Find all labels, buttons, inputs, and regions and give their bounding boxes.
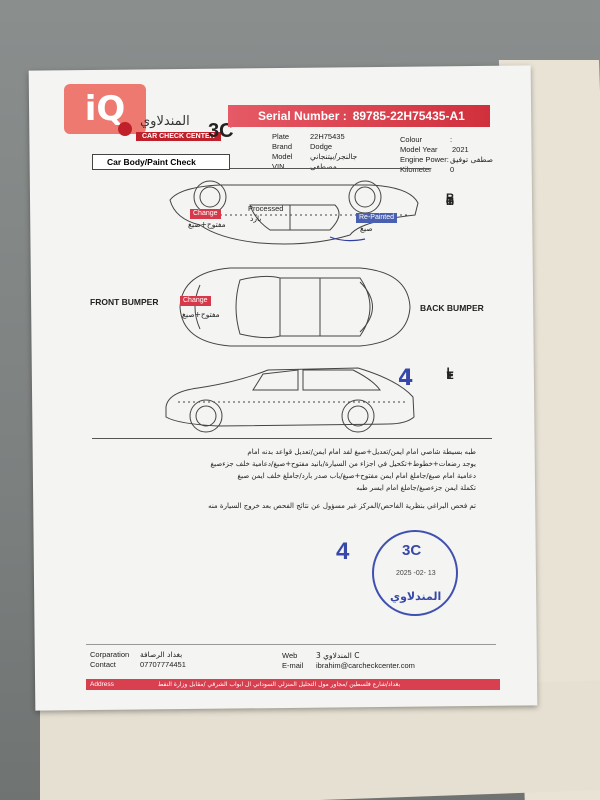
watermark-logo: iQ (64, 84, 146, 134)
serial-number-band: Serial Number : 89785-22H75435-A1 (228, 105, 490, 127)
processed-label: Processed (248, 204, 284, 213)
serial-label: Serial Number : (258, 109, 347, 123)
email-label: E-mail (282, 661, 304, 670)
vin-value: مصطفى (310, 162, 337, 171)
repainted-tag: Re-Painted (356, 213, 398, 223)
stamp-handwritten-4: 4 (336, 538, 350, 565)
note-line: تكملة ايمن جزءصبغ/جاملغ امام ايسر طبه (356, 484, 476, 492)
vin-label: VIN (272, 162, 285, 171)
stamp-mark: 3C (402, 542, 422, 559)
logo-english-name: CAR CHECK CENTER (136, 132, 221, 141)
car-top-view-diagram (179, 267, 411, 347)
note-line: دعامية امام صبغ/جاملغ امام ايمن مفتوح+صب… (237, 472, 476, 480)
note-2: صبغ (360, 224, 373, 233)
note-line: تم فحص البراغي بنظرية الفاحص/المركز غير … (208, 502, 476, 510)
plate-label: Plate (272, 132, 290, 141)
brand-value: Dodge (310, 142, 333, 151)
header-divider (230, 168, 430, 169)
logo-arabic-name: المندلاوي (140, 114, 190, 129)
brand-label: Brand (272, 142, 293, 151)
stamp-name: المندلاوي (390, 590, 442, 603)
note-3: مفتوح+صبغ (182, 310, 220, 319)
email-value: ibrahim@carcheckcenter.com (316, 661, 415, 670)
change-tag-2: Change (180, 296, 211, 306)
model-year-value: 2021 (452, 145, 469, 154)
model-value: جالنجر/بيتنجاني (310, 152, 358, 161)
colour-value: : (450, 135, 453, 144)
back-bumper-label: BACK BUMPER (420, 303, 484, 313)
stamp-date: 2025 -02- 13 (396, 570, 436, 577)
engine-power-label: Engine Power: (400, 155, 449, 164)
address-value: بغداد/شارع فلسطين /مجاور مول التحليل الم… (157, 681, 401, 688)
contact-label: Contact (90, 660, 116, 669)
car-left-side-diagram (165, 367, 415, 433)
contact-value: 07707774451 (140, 660, 186, 669)
address-label: Address (90, 681, 114, 688)
handwritten-4: 4 (398, 366, 414, 391)
inspection-notes: طبه بسيطة شاصي امام ايمن/تعديل+صبغ لفد ا… (96, 446, 476, 512)
section-title: Car Body/Paint Check (92, 154, 230, 170)
logo-mark: 3C (208, 120, 234, 142)
footer-divider (86, 644, 496, 645)
logo-emblem-icon (118, 122, 132, 136)
model-year-label: Model Year (400, 145, 438, 154)
note-1: مفتوح+صبغ (188, 220, 226, 229)
web-value: 3 المندلاوي C (316, 651, 360, 660)
kilometer-value: 0 (450, 165, 455, 174)
front-bumper-label: FRONT BUMPER (90, 297, 159, 307)
address-bar: Address بغداد/شارع فلسطين /مجاور مول التح… (86, 679, 500, 690)
corporation-value: بغداد الرصافة (140, 650, 183, 659)
notes-divider (92, 438, 492, 439)
colour-label: Colour (400, 135, 423, 144)
corporation-label: Corparation (90, 650, 130, 659)
web-label: Web (282, 651, 298, 660)
engine-power-value: صطفى توفيق (450, 155, 494, 164)
change-tag-1: Change (190, 209, 221, 219)
company-stamp: 3C 2025 -02- 13 المندلاوي (372, 530, 458, 616)
kilometer-label: Kilometer (400, 165, 432, 174)
serial-value: 89785-22H75435-A1 (352, 109, 465, 123)
note-line: طبه بسيطة شاصي امام ايمن/تعديل+صبغ لفد ا… (247, 448, 476, 456)
plate-value: 22H75435 (310, 132, 345, 141)
model-label: Model (272, 152, 293, 161)
note-line: يوجد رضعات+خطوط+تكحيل في اجزاء من السيار… (210, 460, 476, 468)
processed-arabic: بارد (250, 214, 262, 223)
